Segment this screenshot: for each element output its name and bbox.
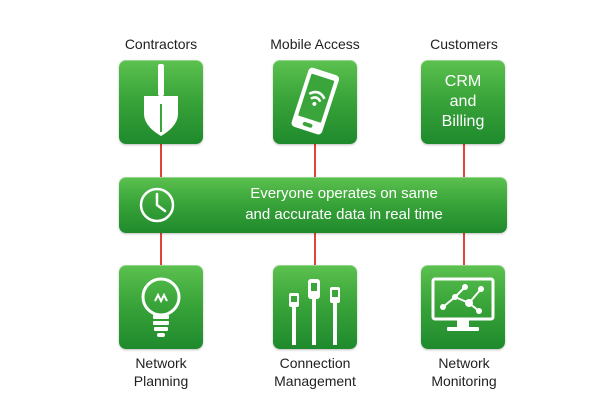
shovel-icon	[144, 64, 178, 136]
connector-monitoring	[463, 233, 465, 265]
cable-connectors-icon	[289, 279, 340, 345]
mobile-phone-wifi-icon	[291, 67, 340, 135]
network-monitor-icon	[431, 277, 495, 331]
connector-planning	[160, 233, 162, 265]
contractors-label: Contractors	[124, 36, 198, 52]
network-planning-tile	[119, 265, 203, 349]
connector-customers	[463, 144, 465, 178]
connection-management-tile	[273, 265, 357, 349]
mobile-access-tile	[273, 60, 357, 144]
network-monitoring-tile	[421, 265, 505, 349]
central-message: Everyone operates on same and accurate d…	[245, 185, 443, 223]
contractors-tile	[119, 60, 203, 144]
connector-contractors	[160, 144, 162, 178]
lightbulb-icon	[141, 277, 181, 337]
connection-management-label: Connection Management	[274, 355, 356, 389]
connector-connection	[314, 233, 316, 265]
customers-tile: CRM and Billing	[421, 60, 505, 144]
connector-mobile	[314, 144, 316, 178]
network-planning-label: Network Planning	[133, 355, 189, 389]
clock-icon	[139, 187, 175, 223]
network-monitoring-label: Network Monitoring	[431, 355, 497, 389]
crm-billing-text: CRM and Billing	[441, 73, 485, 130]
central-data-bar: Everyone operates on same and accurate d…	[119, 177, 507, 233]
mobile-access-label: Mobile Access	[270, 36, 360, 52]
customers-label: Customers	[430, 36, 498, 52]
